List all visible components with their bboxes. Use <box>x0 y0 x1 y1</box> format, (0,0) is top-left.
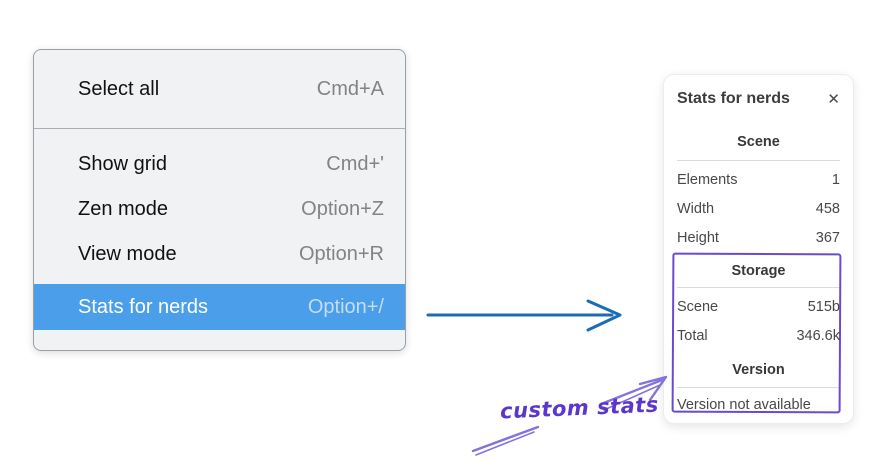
scene-stats: Elements 1 Width 458 Height 367 <box>677 165 840 252</box>
menu-item-stats-for-nerds[interactable]: Stats for nerds Option+/ <box>34 284 405 330</box>
context-menu: Select all Cmd+A Show grid Cmd+' Zen mod… <box>33 49 406 351</box>
stat-row-total-size: Total 346.6k <box>677 321 840 350</box>
stat-value: 367 <box>815 229 840 246</box>
section-divider <box>677 160 840 161</box>
section-divider <box>677 387 840 388</box>
menu-item-label: Zen mode <box>78 198 169 220</box>
stat-label: Scene <box>677 298 719 315</box>
menu-item-select-all[interactable]: Select all Cmd+A <box>34 50 405 128</box>
stat-label: Elements <box>677 171 738 188</box>
menu-item-shortcut: Option+R <box>298 243 384 265</box>
stat-label: Total <box>677 327 708 344</box>
stat-value: 458 <box>815 200 840 217</box>
stat-label: Width <box>677 200 715 217</box>
menu-item-show-grid[interactable]: Show grid Cmd+' <box>34 142 405 187</box>
close-icon[interactable]: ✕ <box>827 90 840 108</box>
menu-item-label: Stats for nerds <box>78 295 209 318</box>
menu-item-label: View mode <box>78 243 177 265</box>
menu-item-shortcut: Option+Z <box>301 198 384 220</box>
menu-group: Show grid Cmd+' Zen mode Option+Z View m… <box>34 129 405 350</box>
version-note: Version not available <box>677 397 811 413</box>
menu-item-label: Show grid <box>78 153 167 175</box>
stat-value: 346.6k <box>796 327 840 344</box>
menu-divider <box>34 128 405 129</box>
stats-panel: Stats for nerds ✕ Scene Elements 1 Width… <box>663 74 854 424</box>
stat-row-scene-size: Scene 515b <box>677 292 840 321</box>
blue-arrow <box>426 299 622 332</box>
menu-item-shortcut: Option+/ <box>307 295 384 318</box>
menu-item-zen-mode[interactable]: Zen mode Option+Z <box>34 187 405 232</box>
stat-row-height: Height 367 <box>677 223 840 252</box>
stats-panel-title: Stats for nerds <box>677 90 790 107</box>
storage-stats: Scene 515b Total 346.6k <box>677 292 840 350</box>
section-divider <box>677 287 840 288</box>
menu-item-shortcut: Cmd+' <box>326 153 384 175</box>
stat-value: 1 <box>831 171 840 188</box>
stat-row-width: Width 458 <box>677 194 840 223</box>
menu-item-label: Select all <box>78 77 160 100</box>
stat-value: 515b <box>807 298 840 315</box>
section-heading-scene: Scene <box>737 134 780 150</box>
section-heading-version: Version <box>732 362 785 378</box>
stat-label: Height <box>677 229 719 246</box>
menu-item-view-mode[interactable]: View mode Option+R <box>34 232 405 277</box>
custom-stats-label: custom stats <box>499 392 660 424</box>
menu-item-shortcut: Cmd+A <box>316 77 384 100</box>
stat-row-elements: Elements 1 <box>677 165 840 194</box>
section-heading-storage: Storage <box>731 263 786 279</box>
stats-panel-header: Stats for nerds ✕ <box>677 87 840 111</box>
